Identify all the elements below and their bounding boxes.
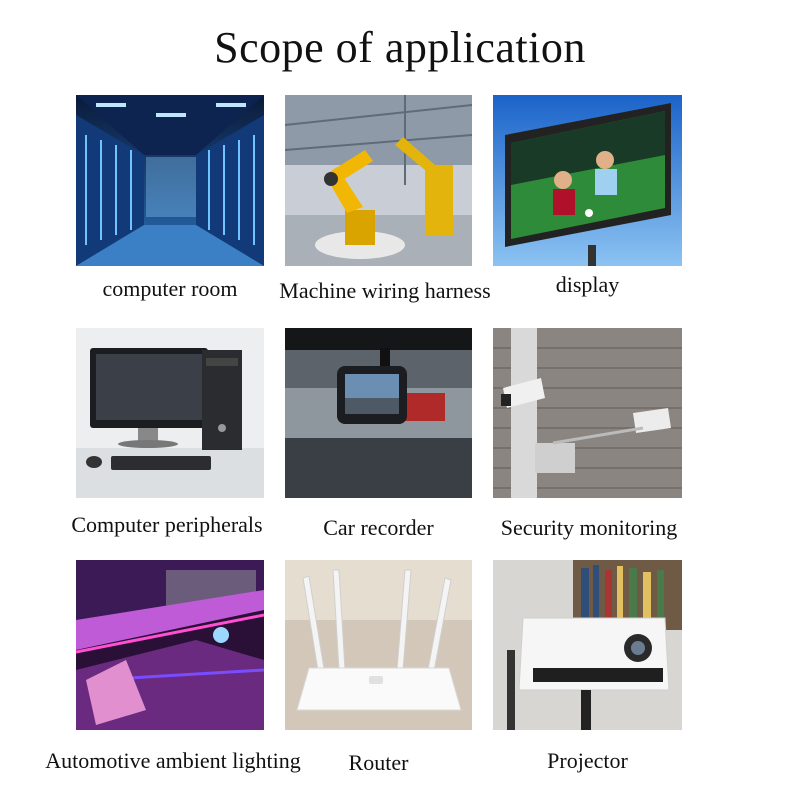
- caption-display: display: [555, 272, 620, 297]
- desktop-computer-icon: [76, 328, 264, 498]
- billboard-display-icon: [493, 95, 682, 266]
- caption-projector: Projector: [547, 748, 628, 773]
- caption-computer-room: computer room: [102, 276, 238, 301]
- caption-security-monitoring: Security monitoring: [500, 515, 678, 540]
- car-interior-lighting-icon: [76, 560, 264, 730]
- caption-computer-peripherals: Computer peripherals: [71, 512, 263, 537]
- caption-machine-wiring-harness: Machine wiring harness: [279, 278, 491, 303]
- industrial-robot-icon: [285, 95, 472, 266]
- caption-automotive-ambient-lighting: Automotive ambient lighting: [45, 748, 301, 773]
- caption-car-recorder: Car recorder: [323, 515, 434, 540]
- caption-router: Router: [348, 750, 409, 775]
- security-camera-icon: [493, 328, 682, 498]
- server-room-icon: [76, 95, 264, 266]
- dashcam-icon: [285, 328, 472, 498]
- page-title: Scope of application: [214, 23, 586, 72]
- projector-icon: [493, 560, 682, 730]
- wifi-router-icon: [285, 560, 472, 730]
